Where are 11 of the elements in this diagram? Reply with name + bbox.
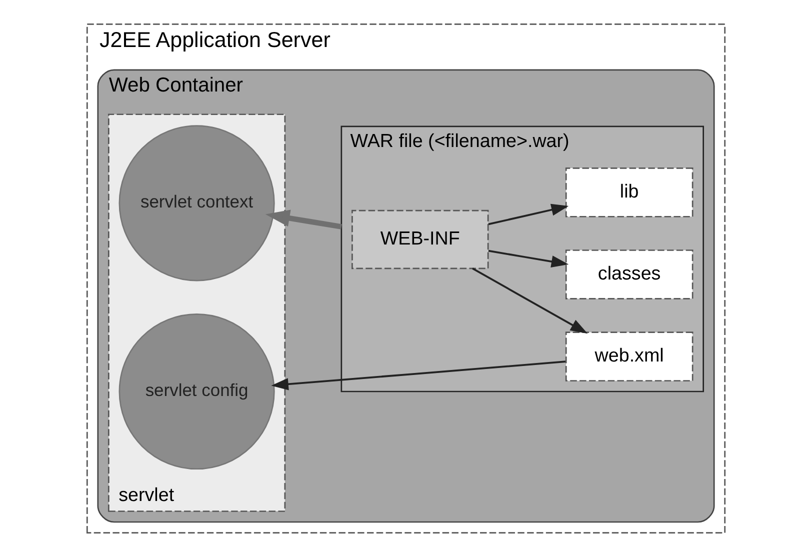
node-box: WEB-INF xyxy=(351,210,488,270)
arrow xyxy=(264,210,342,230)
arrow xyxy=(488,250,568,268)
arrow xyxy=(472,268,588,334)
node-box: lib xyxy=(564,168,693,218)
arrow xyxy=(488,204,568,226)
arrow xyxy=(270,360,566,390)
node-box: web.xml xyxy=(564,332,693,382)
node-box: classes xyxy=(564,250,693,300)
node-circle: servlet context xyxy=(118,125,274,282)
node-circle: servlet config xyxy=(118,313,274,470)
